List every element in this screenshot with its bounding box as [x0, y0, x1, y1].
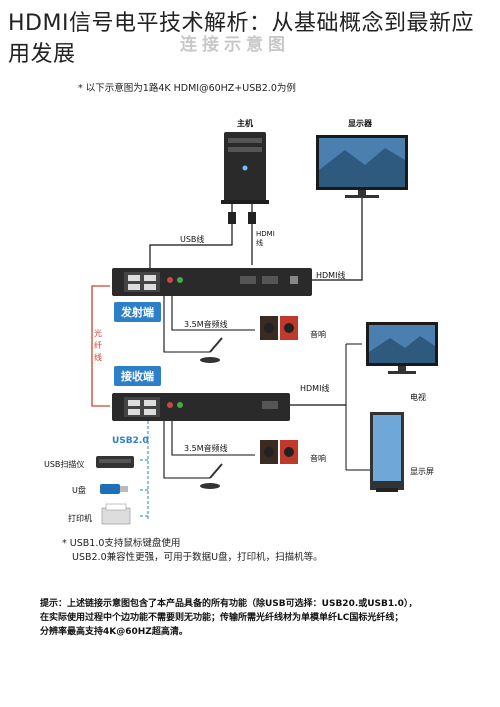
tv-label: 电视	[410, 393, 426, 402]
udisk-label: U盘	[72, 486, 86, 495]
scanner-label: USB扫描仪	[44, 460, 85, 469]
printer-label: 打印机	[68, 514, 92, 523]
receiver-tag: 接收端	[114, 366, 161, 386]
diagram-heading: 连接示意图	[180, 35, 290, 55]
hdmi-cable-vertical-label: HDMI线	[256, 230, 275, 247]
bottom-note-line-1: 提示：上述链接示意图包含了本产品具备的所有功能（除USB可选择：USB20.或U…	[40, 599, 418, 609]
speaker-label-1: 音响	[310, 330, 326, 339]
footnote: * USB1.0支持鼠标键盘使用 USB2.0兼容性更强，可用于数据U盘，打印机…	[62, 537, 323, 565]
microphone-icon	[200, 337, 223, 363]
article-title: HDMI信号电平技术解析：从基础概念到最新应用发展	[8, 11, 474, 67]
speaker-icon-2	[260, 440, 298, 464]
usb-cable-label: USB线	[180, 235, 205, 244]
bottom-note-line-3: 分辨率最高支持4K@60HZ超高清。	[40, 627, 188, 637]
example-note: * 以下示意图为1路4K HDMI@60HZ+USB2.0为例	[78, 83, 296, 94]
bottom-note: 提示：上述链接示意图包含了本产品具备的所有功能（除USB可选择：USB20.或U…	[40, 597, 480, 639]
audio-cable-label-2: 3.5M音频线	[184, 444, 228, 453]
scanner-icon	[96, 456, 134, 468]
audio-cable-label-1: 3.5M音频线	[184, 320, 228, 329]
host-pc-icon	[221, 132, 269, 204]
footnote-line-1: * USB1.0支持鼠标键盘使用	[62, 538, 181, 549]
footnote-line-2: USB2.0兼容性更强，可用于数据U盘，打印机，扫描机等。	[72, 552, 323, 563]
usb-disk-icon	[100, 484, 128, 494]
microphone-icon-2	[200, 463, 223, 489]
usb20-label: USB2.0	[112, 436, 149, 446]
speaker-icon	[260, 316, 298, 340]
transmitter-tag: 发射端	[114, 302, 161, 322]
transmitter-device-icon	[112, 268, 312, 296]
bottom-note-line-2: 在实际使用过程中个边功能不需要则无功能；传输所需光纤线材为单模单纤LC国标光纤线…	[40, 613, 404, 623]
printer-icon	[101, 503, 131, 525]
monitor-icon	[316, 135, 408, 198]
fiber-label: 光纤线	[94, 329, 102, 362]
tv-icon	[366, 322, 438, 374]
host-label: 主机	[237, 119, 253, 128]
receiver-device-icon	[112, 393, 290, 421]
speaker-label-2: 音响	[310, 454, 326, 463]
hdmi-cable-label-2: HDMI线	[300, 384, 330, 393]
monitor-label: 显示器	[348, 119, 372, 128]
display-screen-icon	[370, 412, 404, 492]
hdmi-cable-label: HDMI线	[316, 271, 346, 280]
display-screen-label: 显示屏	[410, 467, 434, 476]
